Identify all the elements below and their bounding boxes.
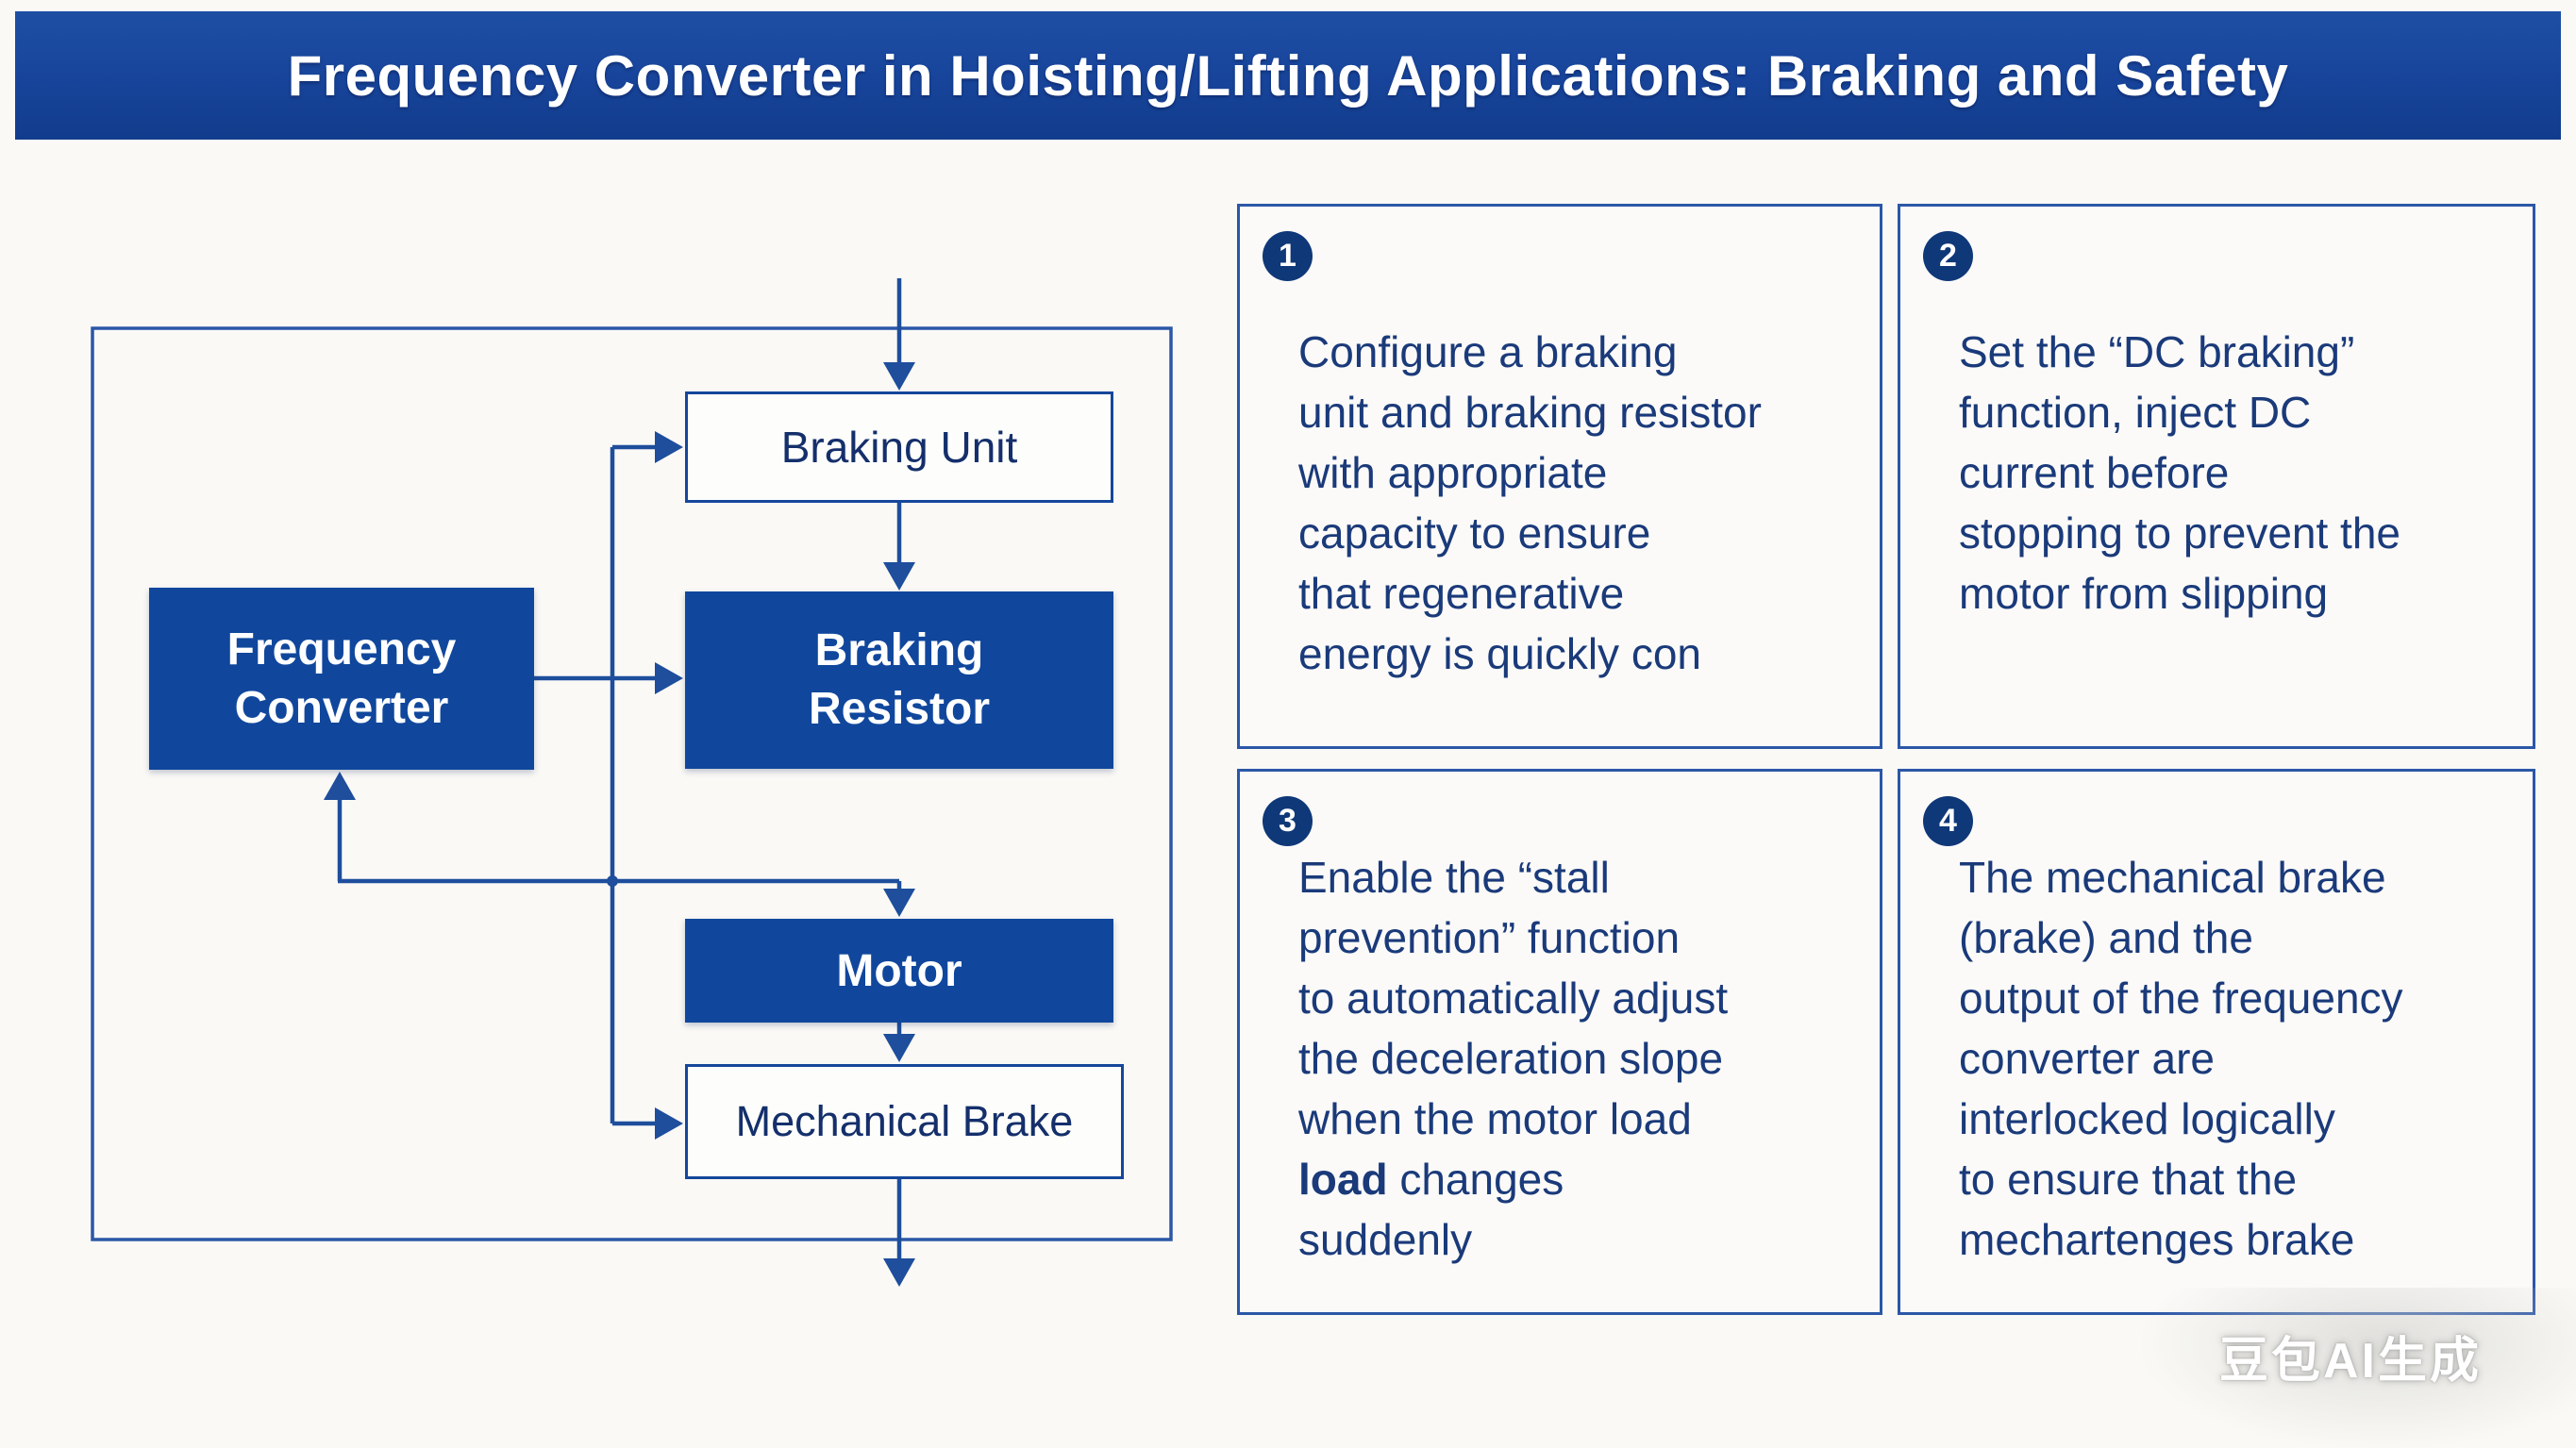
node-motor: Motor: [685, 919, 1113, 1023]
arrow-converter-to-resistor: [534, 662, 683, 694]
arrowhead-down-icon: [883, 562, 915, 591]
watermark-backdrop: [2142, 1288, 2576, 1448]
arrowhead-down-icon: [883, 1258, 915, 1287]
arrow-branch-into-braking-unit: [612, 431, 683, 463]
step-card-3: 3 Enable the “stall prevention” function…: [1237, 769, 1882, 1315]
step-text: Enable the “stall prevention” function t…: [1298, 847, 1851, 1270]
step-text: The mechanical brake (brake) and the out…: [1959, 853, 2403, 1264]
arrow-exit-bottom: [883, 1179, 915, 1287]
step-badge: 1: [1263, 231, 1313, 281]
step-badge: 3: [1263, 796, 1313, 846]
node-braking-resistor: Braking Resistor: [685, 591, 1113, 769]
header-bar: Frequency Converter in Hoisting/Lifting …: [15, 11, 2561, 140]
arrowhead-down-icon: [883, 889, 915, 917]
node-label: Frequency Converter: [226, 624, 457, 733]
node-frequency-converter: Frequency Converter: [149, 588, 534, 770]
arrowhead-right-icon: [655, 662, 683, 694]
arrow-braking-unit-to-resistor: [883, 503, 915, 591]
arrowhead-down-icon: [883, 362, 915, 391]
node-label: Mechanical Brake: [735, 1097, 1074, 1145]
node-label: Braking Unit: [780, 423, 1018, 472]
step-badge: 4: [1923, 796, 1973, 846]
arrowhead-up-icon: [324, 772, 356, 800]
branch-spine: [607, 447, 618, 1123]
arrow-branch-into-mechanical-brake: [612, 1107, 683, 1140]
node-braking-unit: Braking Unit: [685, 391, 1113, 503]
step-text-after: changes suddenly: [1298, 1155, 1564, 1264]
step-text: Configure a braking unit and braking res…: [1298, 327, 1762, 678]
step-card-4: 4 The mechanical brake (brake) and the o…: [1898, 769, 2535, 1315]
arrow-into-motor: [883, 881, 915, 917]
page-title: Frequency Converter in Hoisting/Lifting …: [287, 43, 2289, 108]
step-text-bold: load: [1298, 1155, 1388, 1204]
arrowhead-down-icon: [883, 1034, 915, 1062]
step-badge: 2: [1923, 231, 1973, 281]
diagram-boundary: [91, 326, 1173, 1241]
node-label: Motor: [836, 945, 962, 996]
node-label: Braking Resistor: [808, 625, 991, 734]
step-text: Set the “DC braking” function, inject DC…: [1959, 327, 2400, 618]
step-card-1: 1 Configure a braking unit and braking r…: [1237, 204, 1882, 749]
step-text-before: Enable the “stall prevention” function t…: [1298, 853, 1729, 1143]
node-mechanical-brake: Mechanical Brake: [685, 1064, 1124, 1179]
step-card-2: 2 Set the “DC braking” function, inject …: [1898, 204, 2535, 749]
arrow-motor-to-mechanical-brake: [883, 1023, 915, 1062]
arrow-top-into-braking-unit: [883, 278, 915, 391]
arrowhead-right-icon: [655, 431, 683, 463]
arrow-feedback-into-converter: [324, 772, 899, 884]
ai-watermark: 豆包AI生成: [2219, 1334, 2483, 1389]
arrowhead-right-icon: [655, 1107, 683, 1140]
